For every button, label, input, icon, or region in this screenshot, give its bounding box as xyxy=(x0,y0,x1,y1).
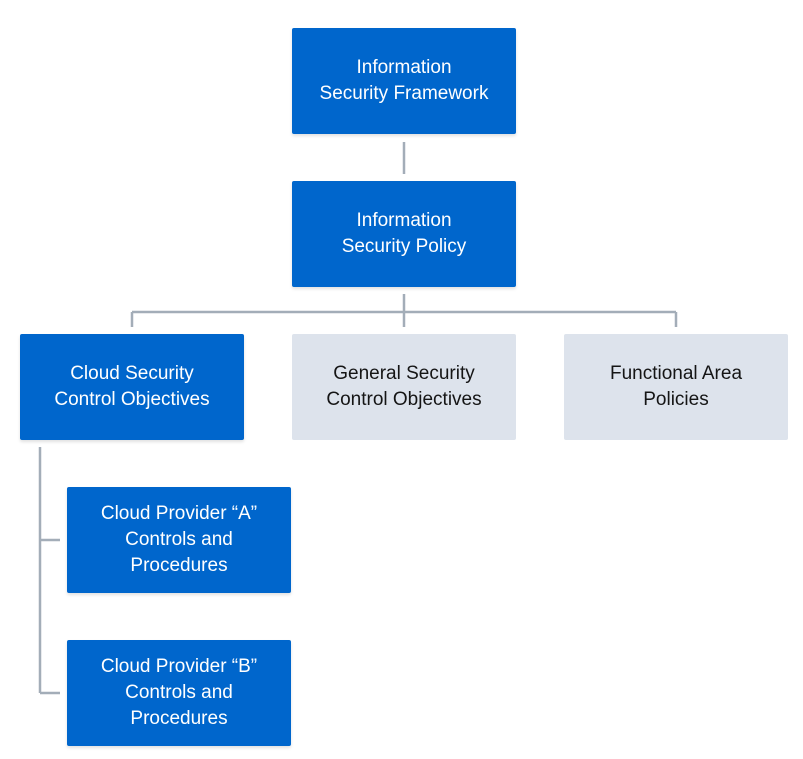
node-label: General Security Control Objectives xyxy=(326,363,482,410)
node-label: Cloud Provider “B” Controls and Procedur… xyxy=(100,656,258,729)
node-label: Information Security Framework xyxy=(319,57,489,104)
node-information-security-framework: Information Security Framework xyxy=(292,28,516,134)
node-information-security-policy: Information Security Policy xyxy=(292,181,516,287)
node-cloud-provider-a: Cloud Provider “A” Controls and Procedur… xyxy=(67,487,291,593)
node-general-security-control-objectives: General Security Control Objectives xyxy=(292,334,516,440)
node-label: Functional Area Policies xyxy=(609,363,743,410)
node-label: Cloud Provider “A” Controls and Procedur… xyxy=(100,503,258,576)
node-label: Cloud Security Control Objectives xyxy=(54,363,210,410)
node-label: Information Security Policy xyxy=(341,210,467,257)
node-cloud-provider-b: Cloud Provider “B” Controls and Procedur… xyxy=(67,640,291,746)
node-cloud-security-control-objectives: Cloud Security Control Objectives xyxy=(20,334,244,440)
node-functional-area-policies: Functional Area Policies xyxy=(564,334,788,440)
